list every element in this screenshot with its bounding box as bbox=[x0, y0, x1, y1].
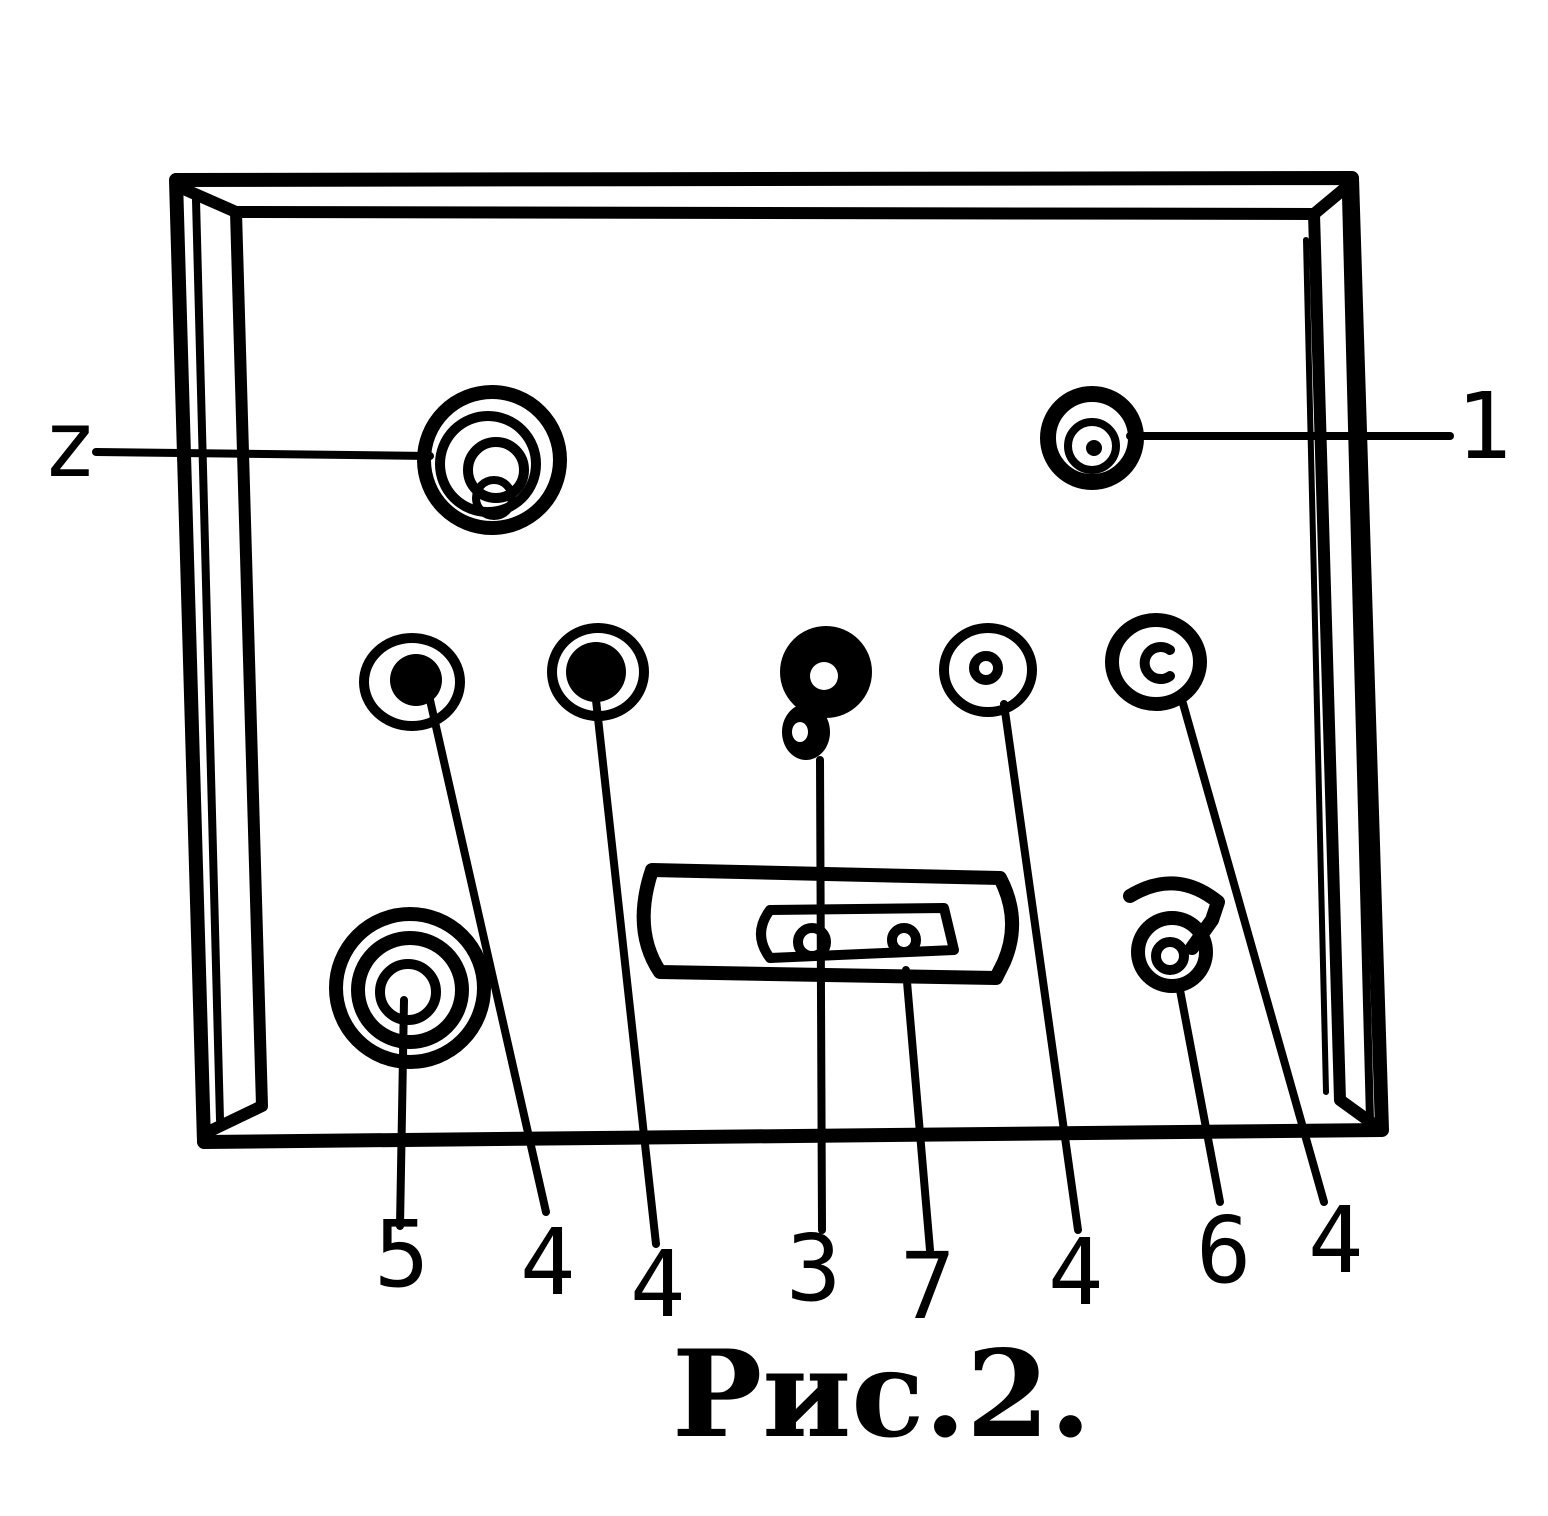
figure-caption: Рис.2. bbox=[672, 1324, 1091, 1465]
label-z: z bbox=[42, 391, 97, 498]
jack-c bbox=[939, 623, 1037, 717]
label-4-c: 4 bbox=[1048, 1219, 1103, 1326]
panel-housing bbox=[169, 171, 1389, 1149]
label-4-a: 4 bbox=[520, 1209, 575, 1316]
jack-a bbox=[359, 633, 465, 731]
slide-switch bbox=[636, 863, 1020, 985]
label-4-d: 4 bbox=[1308, 1187, 1363, 1294]
knob-5 bbox=[329, 907, 491, 1069]
knob-6 bbox=[1123, 876, 1225, 993]
label-1: 1 bbox=[1456, 373, 1511, 480]
label-7: 7 bbox=[900, 1233, 955, 1340]
knob-1 bbox=[1040, 386, 1144, 490]
label-5: 5 bbox=[374, 1201, 429, 1308]
label-6: 6 bbox=[1196, 1197, 1251, 1304]
indicator-lamp bbox=[780, 626, 872, 760]
jack-d bbox=[1105, 613, 1207, 711]
knob-z bbox=[417, 385, 567, 535]
label-3: 3 bbox=[786, 1215, 841, 1322]
label-4-b: 4 bbox=[630, 1231, 685, 1338]
leader-lines bbox=[92, 432, 1454, 1254]
